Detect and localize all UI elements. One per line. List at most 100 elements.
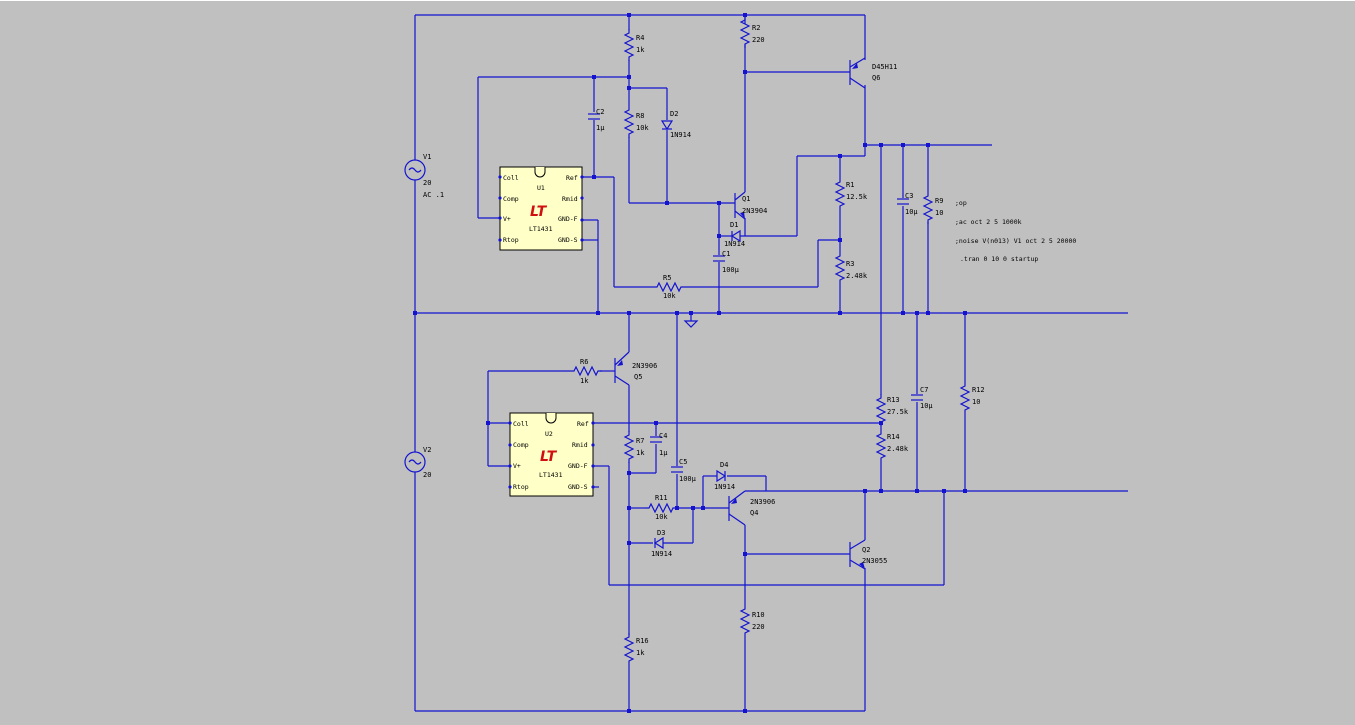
voltage-source-v2[interactable]: V2 20: [404, 446, 431, 479]
d4-value: 1N914: [714, 483, 735, 491]
capacitor-c1[interactable]: C1 100µ: [713, 250, 740, 274]
c7-label: C7: [920, 386, 928, 394]
r12-label: R12: [972, 386, 985, 394]
resistor-r7[interactable]: R7 1k: [624, 430, 645, 464]
capacitor-c2[interactable]: C2 1µ: [588, 108, 605, 132]
d2-label: D2: [670, 110, 678, 118]
resistor-r13[interactable]: R13 27.5k: [876, 393, 909, 427]
diode-d4[interactable]: D4 1N914: [714, 461, 735, 491]
u2-pin-gndf: GND-F: [568, 462, 588, 470]
c1-value: 100µ: [722, 266, 740, 274]
voltage-source-v1[interactable]: V1 20 AC .1: [404, 153, 444, 199]
u2-pin-ref: Ref: [577, 420, 589, 428]
r2-label: R2: [752, 24, 760, 32]
r1-label: R1: [846, 181, 854, 189]
r4-label: R4: [636, 34, 644, 42]
v1-value: 20: [423, 179, 431, 187]
r6-label: R6: [580, 358, 588, 366]
u2-name: U2: [545, 430, 553, 438]
diode-d3[interactable]: D3 1N914: [651, 529, 672, 558]
resistor-r5[interactable]: R5 10k: [652, 274, 686, 300]
resistor-r9[interactable]: R9 10: [923, 191, 943, 225]
transistor-q2[interactable]: Q2 2N3055: [849, 539, 887, 570]
pin-markers: [498, 175, 595, 489]
r10-value: 220: [752, 623, 765, 631]
c3-value: 10µ: [905, 208, 918, 216]
r6-value: 1k: [580, 377, 589, 385]
r14-label: R14: [887, 433, 900, 441]
r5-label: R5: [663, 274, 671, 282]
spice-directives[interactable]: ;op ;ac oct 2 5 1000k ;noise V(n013) V1 …: [955, 199, 1076, 263]
r10-label: R10: [752, 611, 765, 619]
r7-label: R7: [636, 437, 644, 445]
wires: [414, 14, 1128, 712]
u1-pin-gnds: GND-S: [558, 236, 578, 244]
u2-pin-gnds: GND-S: [568, 483, 588, 491]
v1-label: V1: [423, 153, 431, 161]
r8-label: R8: [636, 112, 644, 120]
q6-label: Q6: [872, 74, 880, 82]
directive-op[interactable]: ;op: [955, 199, 967, 207]
r16-label: R16: [636, 637, 649, 645]
r11-value: 10k: [655, 513, 668, 521]
transistor-q4[interactable]: 2N3906 Q4: [728, 490, 775, 526]
d3-value: 1N914: [651, 550, 672, 558]
resistor-r10[interactable]: R10 220: [740, 604, 765, 638]
resistor-r1[interactable]: R1 12.5k: [835, 177, 868, 211]
r5-value: 10k: [663, 292, 676, 300]
r11-label: R11: [655, 494, 668, 502]
u1-pin-coll: Coll: [503, 174, 519, 182]
resistor-r12[interactable]: R12 10: [960, 381, 985, 415]
capacitor-c4[interactable]: C4 1µ: [650, 432, 668, 457]
r14-value: 2.48k: [887, 445, 909, 453]
u1-pin-comp: Comp: [503, 195, 519, 203]
junction-dots: [413, 13, 967, 713]
q6-part: D45H11: [872, 63, 897, 71]
resistor-r14[interactable]: R14 2.48k: [876, 429, 909, 463]
ic-u2[interactable]: U2 LT LT1431 Coll Comp V+ Rtop Ref Rmid …: [509, 412, 594, 497]
capacitor-c7[interactable]: C7 10µ: [911, 386, 933, 410]
resistor-r3[interactable]: R3 2.48k: [835, 251, 868, 285]
r12-value: 10: [972, 398, 980, 406]
q4-label: Q4: [750, 509, 758, 517]
r3-value: 2.48k: [846, 272, 868, 280]
capacitor-c3[interactable]: C3 10µ: [897, 192, 918, 216]
u2-part: LT1431: [539, 471, 563, 479]
window-top-edge: [0, 0, 1355, 1]
directive-ac[interactable]: ;ac oct 2 5 1000k: [955, 218, 1022, 226]
r8-value: 10k: [636, 124, 649, 132]
capacitor-c5[interactable]: C5 100µ: [671, 458, 697, 483]
d3-label: D3: [657, 529, 665, 537]
q1-value: 2N3904: [742, 207, 767, 215]
c7-value: 10µ: [920, 402, 933, 410]
r2-value: 220: [752, 36, 765, 44]
u1-pin-vplus: V+: [503, 215, 511, 223]
resistor-r6[interactable]: R6 1k: [569, 358, 603, 385]
transistor-q6[interactable]: D45H11 Q6: [849, 57, 897, 89]
ic-u1[interactable]: U1 LT LT1431 Coll Comp V+ Rtop Ref Rmid …: [499, 166, 583, 251]
diode-d2[interactable]: D2 1N914: [660, 110, 691, 139]
u1-pin-rmid: Rmid: [562, 195, 578, 203]
directive-noise[interactable]: ;noise V(n013) V1 oct 2 5 20000: [955, 237, 1076, 245]
c1-label: C1: [722, 250, 730, 258]
transistor-q1[interactable]: Q1 2N3904: [734, 191, 767, 220]
q5-part: 2N3906: [632, 362, 657, 370]
d2-value: 1N914: [670, 131, 691, 139]
c4-value: 1µ: [659, 449, 668, 457]
diode-d1[interactable]: D1 1N914: [724, 221, 745, 248]
q4-part: 2N3906: [750, 498, 775, 506]
r3-label: R3: [846, 260, 854, 268]
u1-name: U1: [537, 184, 545, 192]
resistor-r2[interactable]: R2 220: [740, 15, 765, 49]
transistor-q5[interactable]: 2N3906 Q5: [614, 351, 657, 386]
r9-label: R9: [935, 197, 943, 205]
r16-value: 1k: [636, 649, 645, 657]
u2-logo-icon: LT: [540, 449, 558, 465]
resistor-r4[interactable]: R4 1k: [624, 28, 645, 62]
resistor-r8[interactable]: R8 10k: [624, 105, 649, 139]
u2-pin-rmid: Rmid: [572, 441, 588, 449]
directive-tran[interactable]: .tran 0 10 0 startup: [960, 255, 1038, 263]
resistor-r11[interactable]: R11 10k: [644, 494, 678, 521]
resistor-r16[interactable]: R16 1k: [624, 632, 649, 666]
